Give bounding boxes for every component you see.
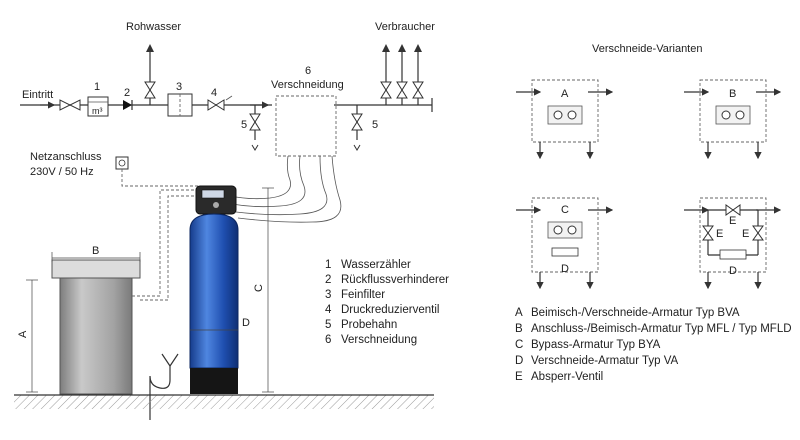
- dimension-c: [262, 187, 274, 393]
- netzanschluss-label: Netzanschluss: [30, 151, 102, 163]
- legend-number-key: 6: [325, 334, 331, 346]
- variant-c-label: C: [561, 204, 569, 216]
- variant-a: [516, 79, 614, 160]
- component-number-5-right: 5: [372, 119, 378, 131]
- eintritt-label: Eintritt: [22, 89, 53, 101]
- letter-legend: A Beimisch-/Verschneide-Armatur Typ BVA …: [515, 307, 792, 383]
- dimension-b: [51, 252, 141, 262]
- dim-c-label: C: [253, 284, 265, 292]
- variant-e: [684, 197, 782, 290]
- variant-e-left-label: E: [716, 228, 723, 240]
- dim-a-label: A: [17, 330, 29, 338]
- legend-letter-key: E: [515, 371, 523, 383]
- rohwasser-valve-icon: [144, 44, 156, 105]
- legend-number-text: Rückflussverhinderer: [341, 274, 449, 286]
- softener-tank: [189, 185, 239, 394]
- floor: [14, 395, 434, 409]
- variant-e-bottom-label: D: [729, 265, 737, 277]
- legend-letter-text: Bypass-Armatur Typ BYA: [531, 339, 661, 351]
- netzanschluss-voltage: 230V / 50 Hz: [30, 166, 94, 178]
- power-socket-icon: [115, 156, 129, 170]
- component-number-5-left: 5: [241, 119, 247, 131]
- drain-funnel-icon: [149, 353, 179, 420]
- legend-number-text: Wasserzähler: [341, 259, 411, 271]
- brine-line: [132, 189, 196, 297]
- legend-number-text: Verschneidung: [341, 334, 417, 346]
- main-pipe-line: [20, 98, 433, 112]
- variant-c-bottom-label: D: [561, 263, 569, 275]
- fine-filter-icon: [167, 93, 193, 117]
- component-number-4: 4: [211, 87, 217, 99]
- variant-b: [684, 79, 782, 160]
- legend-letter-key: B: [515, 323, 523, 335]
- legend-letter-text: Beimisch-/Verschneide-Armatur Typ BVA: [531, 307, 740, 319]
- verschneidung-number: 6: [305, 65, 311, 77]
- legend-number-key: 4: [325, 304, 332, 316]
- variant-e-top-label: E: [729, 215, 736, 227]
- legend-letter-key: A: [515, 307, 523, 319]
- legend-letter-text: Anschluss-/Beimisch-Armatur Typ MFL / Ty…: [531, 323, 792, 335]
- meter-unit: m³: [92, 106, 103, 116]
- legend-number-key: 3: [325, 289, 331, 301]
- brine-tank: [51, 259, 141, 395]
- legend-letter-key: D: [515, 355, 523, 367]
- legend-number-text: Druckreduzierventil: [341, 304, 439, 316]
- rohwasser-label: Rohwasser: [126, 21, 181, 33]
- dim-d-label: D: [242, 317, 250, 329]
- component-number-1: 1: [94, 81, 100, 93]
- varianten-title: Verschneide-Varianten: [592, 43, 702, 55]
- power-cable: [121, 169, 198, 187]
- variant-e-right-label: E: [742, 228, 749, 240]
- number-legend: 1 Wasserzähler 2 Rückflussverhinderer 3 …: [325, 259, 449, 346]
- verbraucher-label: Verbraucher: [375, 21, 435, 33]
- verschneidung-label: Verschneidung: [271, 79, 344, 91]
- hose-pair: [229, 155, 342, 223]
- variant-a-label: A: [561, 88, 569, 100]
- sample-valve-right-icon: [351, 105, 363, 151]
- legend-number-key: 1: [325, 259, 331, 271]
- pressure-reducer-icon: [207, 95, 233, 111]
- dimension-a: [26, 279, 38, 393]
- legend-letter-text: Absperr-Ventil: [531, 371, 603, 383]
- component-number-2: 2: [124, 87, 130, 99]
- dim-b-label: B: [92, 245, 99, 257]
- verschneidung-box: [275, 95, 337, 157]
- component-number-3: 3: [176, 81, 182, 93]
- inlet-valve-icon: [59, 99, 81, 111]
- consumer-valves-icon: [380, 44, 424, 105]
- legend-number-key: 5: [325, 319, 331, 331]
- drain-line: [140, 195, 196, 301]
- legend-letter-text: Verschneide-Armatur Typ VA: [531, 355, 679, 367]
- legend-number-text: Probehahn: [341, 319, 397, 331]
- legend-number-text: Feinfilter: [341, 289, 385, 301]
- sample-valve-left-icon: [249, 105, 261, 151]
- water-meter-icon: [87, 96, 109, 117]
- variant-b-label: B: [729, 88, 736, 100]
- legend-letter-key: C: [515, 339, 523, 351]
- check-valve-icon: [123, 100, 133, 110]
- legend-number-key: 2: [325, 274, 331, 286]
- variant-c: [516, 197, 614, 290]
